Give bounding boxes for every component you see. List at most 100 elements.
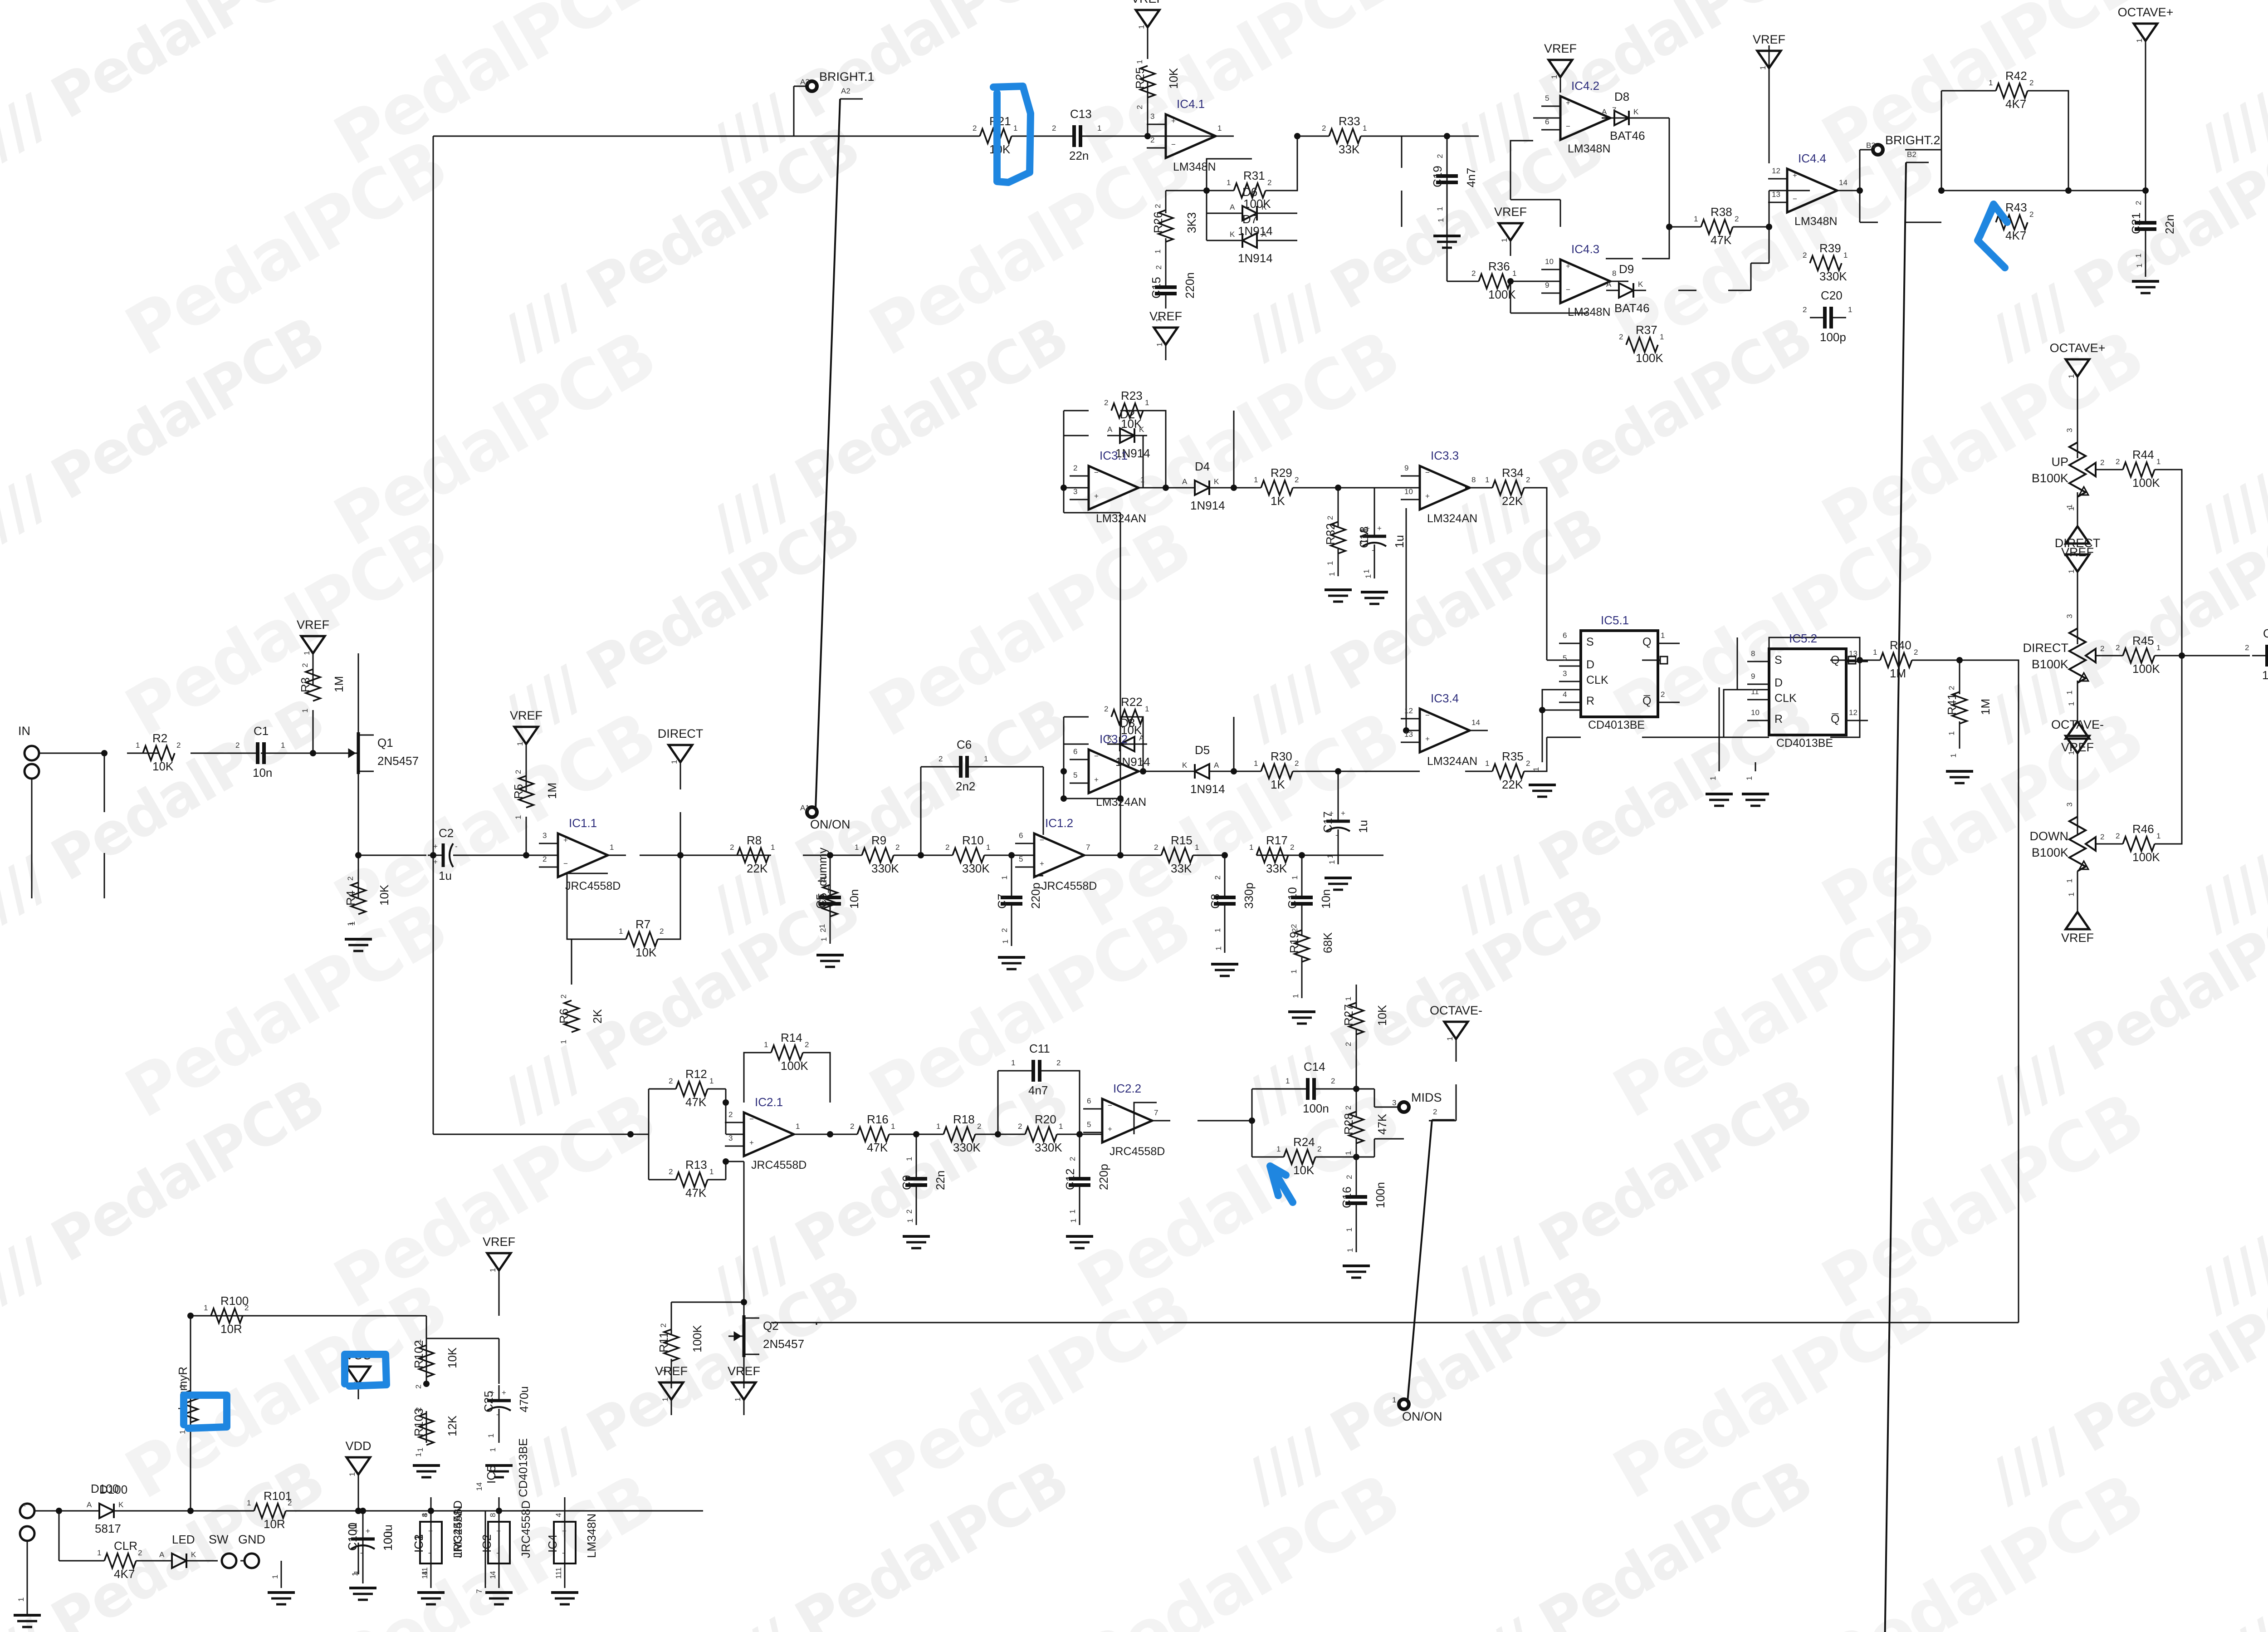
junction bbox=[1956, 657, 1963, 663]
part-label: D9 bbox=[1619, 262, 1634, 276]
ic-refdes: IC4.4 bbox=[1798, 152, 1827, 165]
part-label: 1 bbox=[1532, 767, 1540, 771]
part-label: + bbox=[366, 1527, 370, 1535]
transistor-Q2 bbox=[728, 1315, 759, 1357]
opamp-IC3.4 bbox=[1401, 707, 1488, 754]
part-label: 68K bbox=[1321, 932, 1334, 953]
part-label: 2 bbox=[2100, 833, 2105, 841]
part-label: 2 bbox=[1154, 843, 1158, 852]
part-label: 2 bbox=[1150, 136, 1155, 144]
resistor-R101 bbox=[253, 1501, 287, 1521]
part-label: 2 bbox=[1104, 705, 1109, 713]
part-label: 2 bbox=[1052, 124, 1056, 132]
opamp-IC3.3 bbox=[1401, 464, 1488, 511]
part-label: 2 bbox=[178, 1384, 187, 1389]
ground-symbol bbox=[903, 1235, 930, 1250]
net-label: VREF bbox=[2061, 931, 2094, 945]
part-label: C17 bbox=[1321, 811, 1334, 833]
part-label: 2 bbox=[1803, 305, 1807, 314]
part-label: JRC4558D bbox=[519, 1500, 533, 1558]
part-label: R26 bbox=[1151, 211, 1165, 233]
part-label: 2 bbox=[2116, 457, 2120, 466]
part-label: R101 bbox=[264, 1489, 292, 1503]
part-label: IC1 bbox=[412, 1534, 425, 1553]
part-label: 1 bbox=[2067, 506, 2076, 511]
resistor-R14 bbox=[770, 1043, 804, 1063]
resistor-R46 bbox=[2122, 834, 2156, 854]
part-label: 47K bbox=[1375, 1113, 1389, 1135]
part-label: 2 bbox=[730, 843, 734, 852]
part-label: 33K bbox=[1266, 862, 1287, 875]
part-label: C2 bbox=[439, 826, 454, 840]
part-label: 2 bbox=[1000, 928, 1009, 932]
opamp-IC3.1 bbox=[1070, 464, 1157, 511]
part-label: 1N914 bbox=[1238, 251, 1273, 265]
junction bbox=[1294, 133, 1300, 139]
part-label: 1 bbox=[204, 1304, 208, 1312]
part-label: - bbox=[23, 1523, 25, 1532]
ic-refdes: IC4.1 bbox=[1177, 97, 1205, 111]
part-label: 1 bbox=[1254, 759, 1258, 768]
part-label: LED bbox=[172, 1533, 195, 1546]
part-label: 1 bbox=[1290, 875, 1299, 880]
part-label: 2 bbox=[669, 1167, 673, 1176]
junction bbox=[1444, 133, 1450, 139]
part-label: 2 bbox=[2134, 201, 2143, 205]
ground-symbol bbox=[816, 954, 844, 968]
part-label: 8 bbox=[489, 1513, 497, 1517]
part-label: 3K3 bbox=[1185, 212, 1198, 233]
part-label: 2 bbox=[1213, 875, 1222, 880]
part-label: Q̅ bbox=[1642, 695, 1652, 707]
part-label: 2 bbox=[244, 1304, 249, 1312]
net-label: VREF bbox=[1494, 205, 1527, 219]
flipflop-IC5.1 bbox=[1559, 629, 1680, 718]
part-label: 8 bbox=[420, 1513, 429, 1517]
opamp-IC4.4 bbox=[1768, 167, 1855, 214]
part-label: A bbox=[1261, 230, 1267, 239]
part-label: CLR bbox=[114, 1539, 138, 1553]
part-label: 8 bbox=[1612, 269, 1617, 278]
part-label: C16 bbox=[1340, 1186, 1354, 1208]
net-label: VREF bbox=[727, 1364, 761, 1378]
net-label: VREF bbox=[655, 1364, 688, 1378]
part-label: 1 bbox=[936, 1122, 941, 1131]
ground-symbol bbox=[1361, 591, 1388, 605]
jack-terminal bbox=[220, 1552, 238, 1569]
net-label: SW bbox=[209, 1533, 229, 1546]
resistor-R26 bbox=[1156, 209, 1176, 243]
net-label: VREF bbox=[296, 618, 330, 632]
part-label: 330K bbox=[962, 862, 990, 875]
jack-terminal bbox=[19, 1525, 36, 1542]
part-label: 1 bbox=[1227, 178, 1231, 187]
resistor-R12 bbox=[675, 1079, 709, 1099]
part-label: 1 bbox=[559, 1039, 568, 1044]
part-label: + bbox=[562, 1527, 567, 1535]
part-label: 2 bbox=[1914, 648, 1918, 657]
part-label: - bbox=[496, 1549, 499, 1557]
resistor-R45 bbox=[2122, 646, 2156, 666]
part-label: 1 bbox=[348, 1472, 357, 1476]
part-label: 2 bbox=[1154, 265, 1163, 270]
part-label: C14 bbox=[1304, 1060, 1325, 1073]
part-label: + bbox=[1171, 117, 1176, 125]
part-label: C25 bbox=[482, 1391, 495, 1412]
part-label: LM324AN bbox=[1096, 796, 1147, 809]
part-label: LM348N bbox=[1173, 161, 1216, 173]
part-label: 2 bbox=[1290, 924, 1298, 928]
net-label: VREF bbox=[509, 709, 543, 722]
part-label: 1 bbox=[1000, 875, 1009, 880]
part-label: K bbox=[1230, 230, 1235, 239]
part-label: 1 bbox=[1213, 928, 1222, 932]
net-label: VDD bbox=[345, 1439, 371, 1453]
ic-refdes: IC4.3 bbox=[1571, 242, 1600, 256]
part-label: D100 bbox=[91, 1482, 119, 1495]
part-label: 2 bbox=[805, 1040, 809, 1049]
part-label: 4K7 bbox=[2005, 97, 2027, 111]
resistor-R27 bbox=[1346, 1002, 1366, 1035]
part-label: D3 bbox=[1120, 716, 1135, 730]
resistor-R5 bbox=[516, 775, 536, 809]
junction bbox=[1076, 1131, 1083, 1137]
junction bbox=[1222, 852, 1228, 858]
part-label: LM348N bbox=[585, 1513, 598, 1558]
